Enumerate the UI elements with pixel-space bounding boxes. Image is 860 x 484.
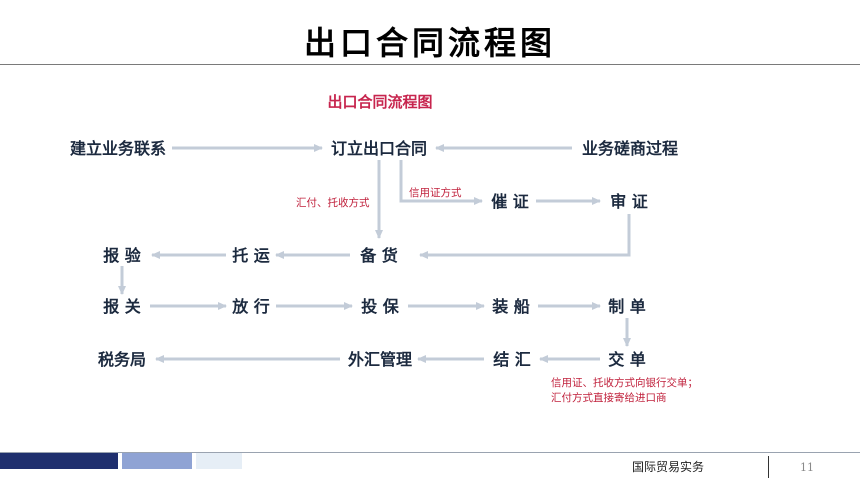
node-tax-bureau: 税务局 bbox=[98, 350, 146, 369]
node-business-contact: 建立业务联系 bbox=[70, 139, 166, 158]
arrow-contract-to-urge bbox=[399, 160, 483, 205]
node-deliver-docs: 交 单 bbox=[608, 350, 646, 369]
footer-separator bbox=[768, 456, 769, 478]
node-settlement: 结 汇 bbox=[492, 350, 531, 369]
node-inspection: 报 验 bbox=[103, 246, 142, 265]
note-delivery-1: 信用证、托收方式向银行交单； bbox=[551, 376, 698, 389]
slide-title: 出口合同流程图 bbox=[303, 24, 556, 62]
node-shipping: 托 运 bbox=[232, 246, 270, 265]
node-forex-management: 外汇管理 bbox=[347, 350, 412, 369]
node-customs: 报 关 bbox=[103, 297, 141, 316]
node-negotiation: 业务磋商过程 bbox=[582, 139, 678, 158]
node-prepare-goods: 备 货 bbox=[359, 246, 398, 265]
page-number: 11 bbox=[800, 461, 814, 474]
note-delivery-2: 汇付方式直接寄给进口商 bbox=[551, 391, 667, 404]
node-insurance: 投 保 bbox=[361, 297, 400, 316]
node-loading: 装 船 bbox=[491, 297, 530, 316]
footer-bar-dark bbox=[0, 453, 118, 469]
node-sign-contract: 订立出口合同 bbox=[331, 139, 427, 158]
footer-course-name: 国际贸易实务 bbox=[632, 460, 705, 474]
title-divider bbox=[0, 64, 860, 65]
note-lc-method: 信用证方式 bbox=[409, 186, 462, 199]
footer-bar-medium bbox=[122, 453, 192, 469]
connectors bbox=[118, 144, 631, 363]
node-documents: 制 单 bbox=[608, 297, 646, 316]
node-urge-lc: 催 证 bbox=[491, 192, 529, 211]
note-remittance-collection: 汇付、托收方式 bbox=[296, 196, 370, 209]
node-examine-lc: 审 证 bbox=[610, 192, 648, 211]
footer-bar-light bbox=[196, 453, 242, 469]
arrow-examine-to-goods bbox=[419, 214, 631, 259]
flowchart: 出口合同流程图 建立业务联系 订立出口合同 业务磋商过程 催 证 审 证 报 验… bbox=[70, 93, 698, 404]
node-release: 放 行 bbox=[231, 297, 270, 316]
footer-divider bbox=[0, 452, 860, 453]
diagram-title: 出口合同流程图 bbox=[327, 93, 432, 111]
